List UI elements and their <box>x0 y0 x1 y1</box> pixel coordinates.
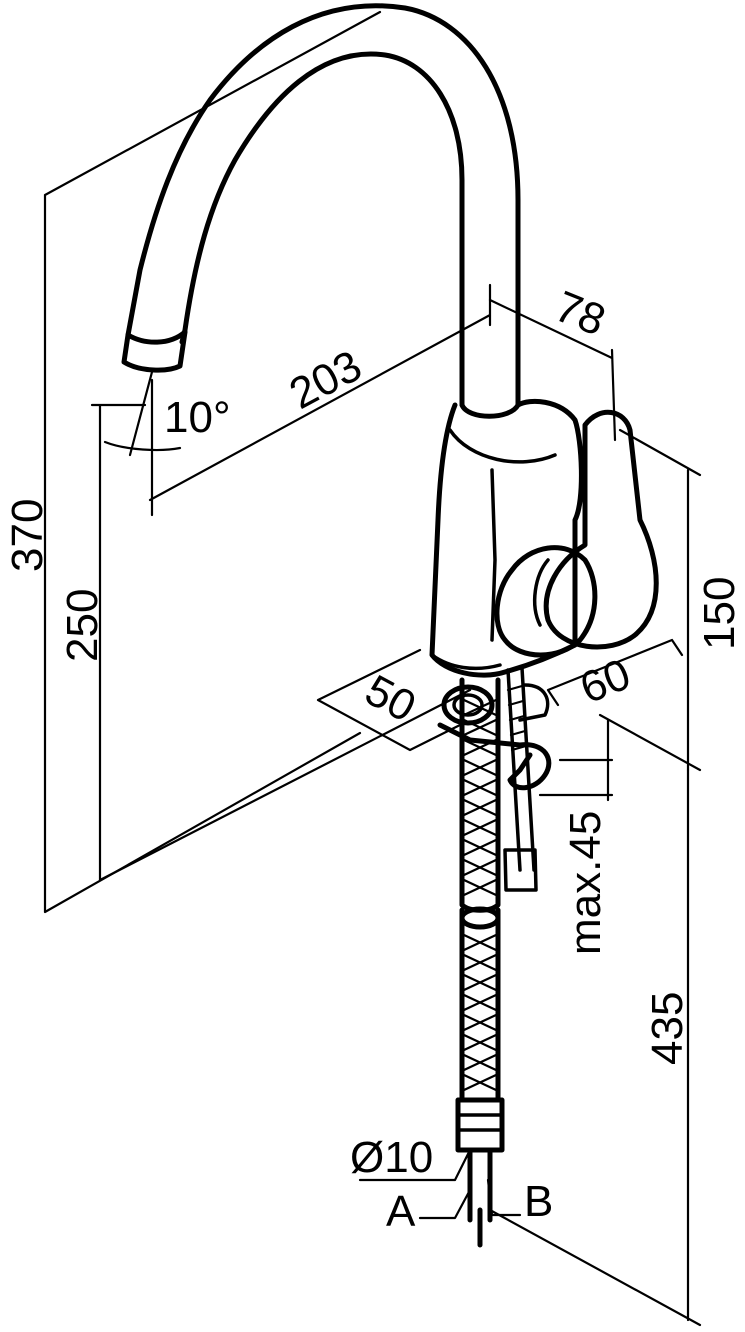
hose-fitting-rings <box>456 1113 504 1132</box>
threaded-rod <box>506 666 536 872</box>
hose-lower-braid <box>462 933 498 1092</box>
label-b: B <box>524 1177 553 1226</box>
label-435: 435 <box>643 992 692 1065</box>
label-max45: max.45 <box>561 811 610 955</box>
dim-250-line <box>90 403 472 882</box>
label-10-degree: 10° <box>164 393 231 442</box>
mounting-nut <box>518 683 550 722</box>
label-150: 150 <box>695 577 744 650</box>
label-78: 78 <box>548 282 612 346</box>
dim-203-line <box>148 283 492 517</box>
spout-aerator-ring <box>125 329 188 345</box>
hose-fitting <box>455 1097 505 1153</box>
dim-435-line <box>488 768 702 1327</box>
lever-handle <box>543 409 659 650</box>
hose-lower <box>459 907 501 1103</box>
label-250: 250 <box>58 589 107 662</box>
dim-78-line <box>488 298 617 442</box>
dim-10deg-line <box>103 370 182 457</box>
mounting-bracket <box>437 722 552 791</box>
spout-inner-contour <box>179 51 465 408</box>
dim-d10-leader <box>358 1148 472 1182</box>
dim-60-line <box>546 638 684 707</box>
label-370: 370 <box>3 499 52 572</box>
dimension-labels: 370 250 203 10° 78 150 60 50 max.45 435 … <box>3 282 744 1236</box>
faucet-body <box>429 398 584 678</box>
hose-upper-braid <box>462 698 498 897</box>
spout-aerator <box>121 329 188 373</box>
lever-base-cap <box>494 545 598 658</box>
dimension-lines <box>43 10 702 1327</box>
hose-pipe-end <box>467 1147 493 1248</box>
spout-outer-contour <box>125 3 521 408</box>
hose-lower-top <box>459 906 501 930</box>
label-d10: Ø10 <box>350 1133 433 1182</box>
body-side-seam <box>490 468 497 642</box>
lever-base-inner <box>532 558 550 627</box>
dim-max45-line <box>538 718 614 802</box>
spout-collar <box>459 402 521 419</box>
dim-370-line <box>43 10 382 914</box>
label-203: 203 <box>282 341 370 419</box>
base-ring-inner <box>452 693 484 717</box>
dim-b-leader <box>486 1178 522 1217</box>
dim-a-leader <box>418 1188 472 1220</box>
label-a: A <box>386 1187 416 1236</box>
dim-50-line <box>316 648 462 752</box>
rod-nut <box>503 848 538 892</box>
body-bottom-edge <box>430 653 502 671</box>
body-top-edge <box>448 428 557 464</box>
faucet-outline <box>121 3 659 1248</box>
threaded-rod-threads <box>506 684 528 752</box>
dim-150-line <box>598 428 702 772</box>
